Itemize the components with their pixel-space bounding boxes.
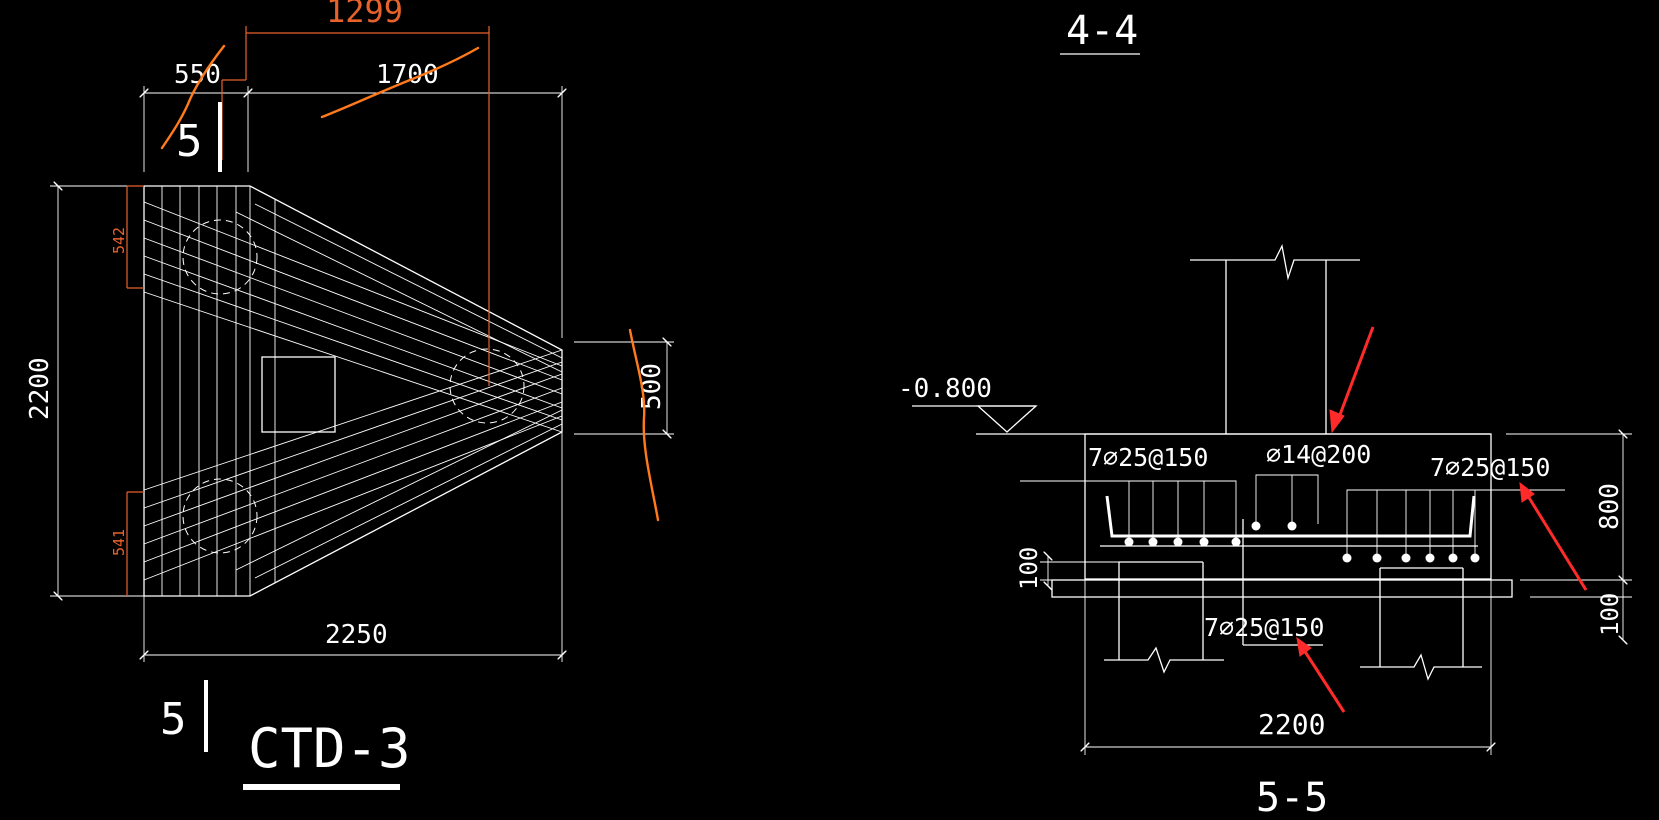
elevation-label: -0.800 xyxy=(898,374,992,404)
column-break-line xyxy=(1190,243,1360,281)
dim-left-total: 2200 xyxy=(25,357,55,420)
section-mark-bottom: 5 xyxy=(160,694,187,745)
dim-left-bottom-red: 541 xyxy=(110,529,128,556)
blinding-layer xyxy=(1051,579,1513,598)
dim-right-cover: 100 xyxy=(1596,593,1624,636)
rebar-leaders xyxy=(1020,474,1565,556)
section-cap-outline xyxy=(1084,433,1492,580)
dim-bottom: 2250 xyxy=(325,620,388,650)
rebar-label-bottom: 7⌀25@150 xyxy=(1204,613,1324,642)
rebar-upper-diagonals xyxy=(143,201,563,433)
rebar-lower-diagonals xyxy=(143,349,563,581)
section-piles xyxy=(1104,519,1482,681)
markup-stroke-2 xyxy=(320,46,480,119)
rebar-bottom-main xyxy=(1105,495,1476,538)
elevation-triangle xyxy=(976,405,1038,433)
rebar-label-left-top: 7⌀25@150 xyxy=(1088,443,1208,472)
plan-title-underline xyxy=(243,784,400,790)
markup-stroke-1 xyxy=(160,44,226,150)
pile-right xyxy=(449,348,525,424)
dim-left-cover: 100 xyxy=(1015,547,1043,590)
red-arrow-annotations xyxy=(1296,326,1588,713)
rebar-label-right-top: 7⌀25@150 xyxy=(1430,453,1550,482)
dim-section-width: 2200 xyxy=(1258,708,1325,741)
section-title-top: 4-4 xyxy=(1066,8,1138,54)
section-mark-top: 5 xyxy=(176,116,203,167)
section-view: 4-4 -0.800 xyxy=(898,8,1632,820)
plan-view: 550 1700 1299 5 2200 542 541 2250 500 xyxy=(25,0,674,790)
dim-top-right: 1700 xyxy=(376,60,439,90)
column-outline xyxy=(261,356,336,433)
section-title-bottom: 5-5 xyxy=(1256,775,1328,820)
pile-bottom-left xyxy=(182,478,258,554)
dim-top-red: 1299 xyxy=(326,0,403,30)
plan-title: CTD-3 xyxy=(248,717,411,780)
dim-left-top-red: 542 xyxy=(110,227,128,254)
markup-stroke-3 xyxy=(628,328,660,522)
dim-section-height: 800 xyxy=(1595,483,1625,530)
pile-cap-outline xyxy=(143,185,563,597)
rebar-dots xyxy=(1124,521,1480,563)
rebar-label-middle: ⌀14@200 xyxy=(1266,440,1371,469)
pile-top-left xyxy=(182,219,258,295)
rebar-vertical-lines xyxy=(161,186,276,596)
